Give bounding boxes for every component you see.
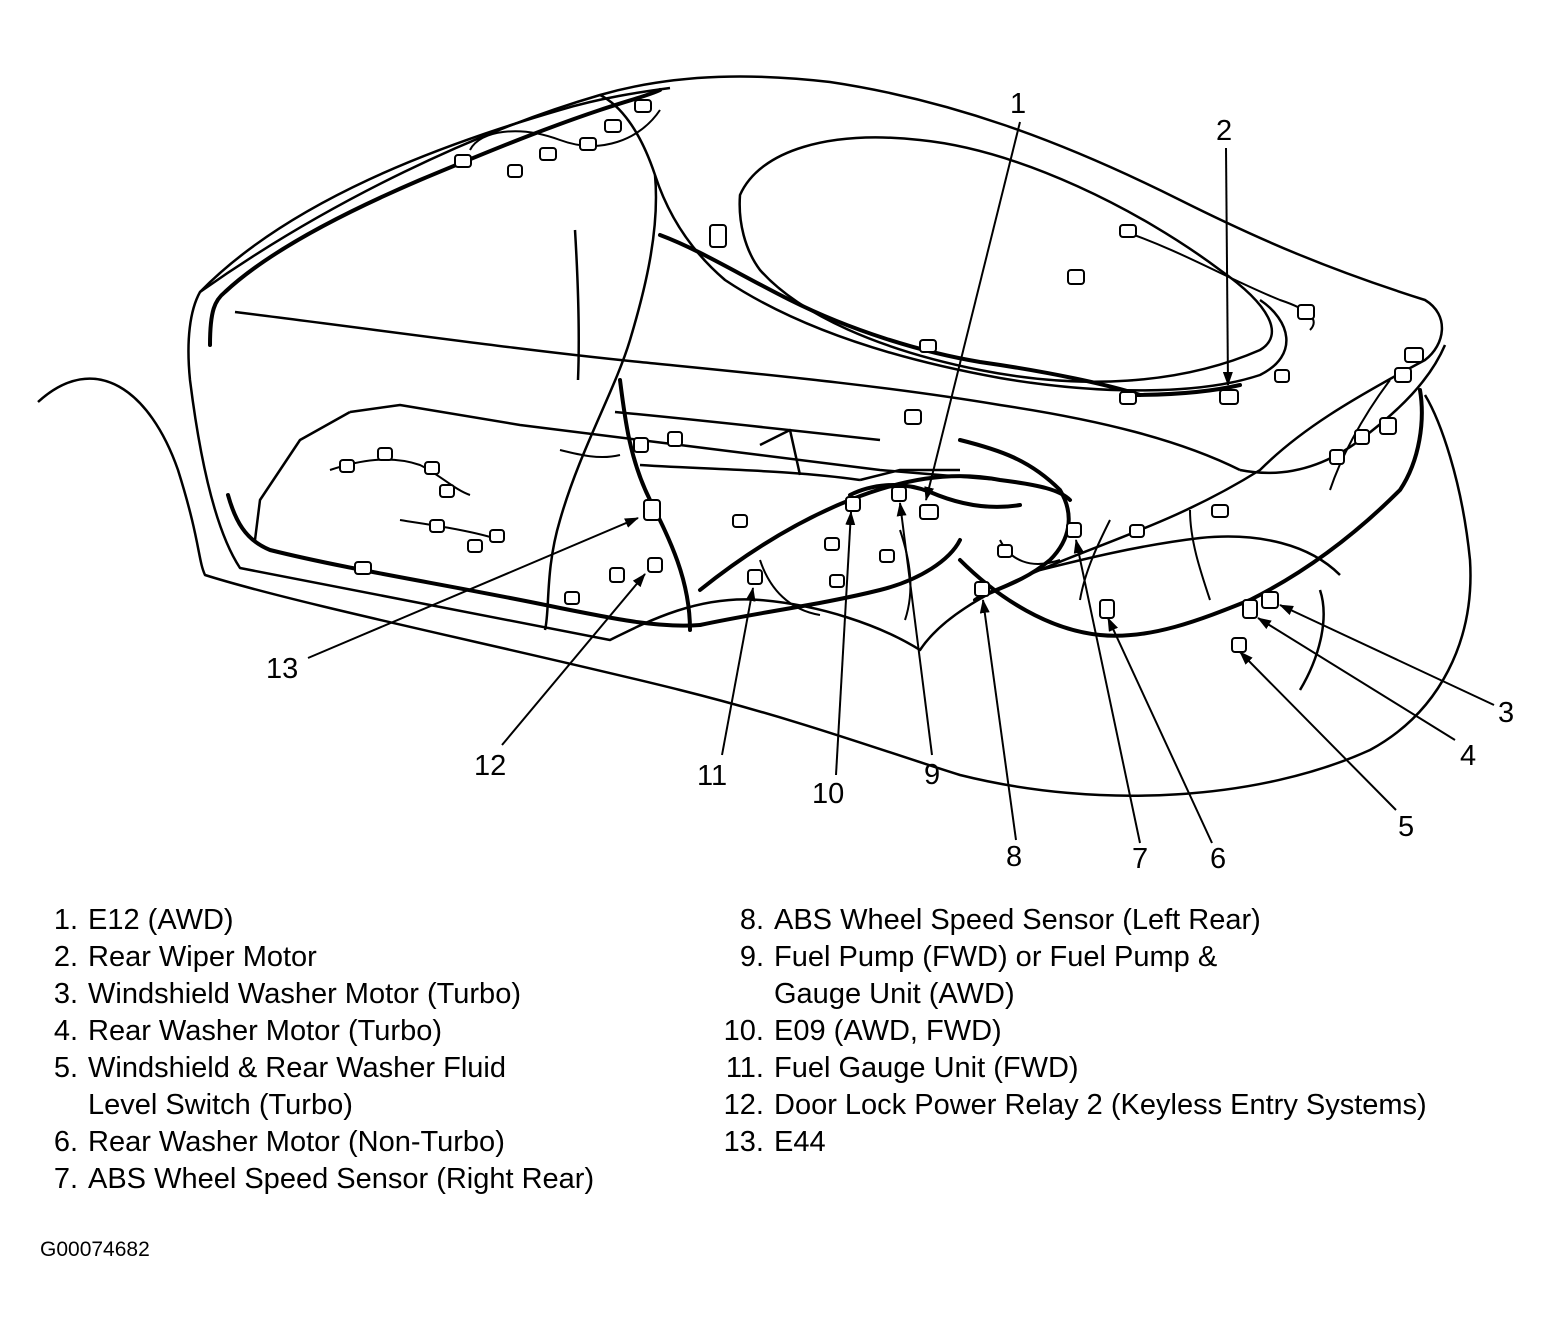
legend-item-11: 11. Fuel Gauge Unit (FWD) [714,1050,1534,1087]
callout-2: 2 [1216,115,1232,147]
legend-label: Fuel Gauge Unit (FWD) [774,1052,1079,1084]
legend-label: ABS Wheel Speed Sensor (Right Rear) [88,1163,595,1195]
callout-7: 7 [1132,843,1148,875]
connector-fuel-gauge [747,569,763,585]
legend-number: 12. [723,1089,764,1121]
legend-number: 7. [53,1163,78,1195]
legend-label-continued: Gauge Unit (AWD) [774,978,1015,1010]
leader-2 [1222,147,1233,386]
leader-6 [1107,617,1213,844]
callout-9: 9 [924,759,940,791]
legend-item-13: 13. E44 [714,1124,1534,1161]
legend-item-5: 5. Windshield & Rear Washer Fluid Level … [40,1050,700,1124]
legend-item-6: 6. Rear Washer Motor (Non-Turbo) [40,1124,700,1161]
connector-abs-left-rear [974,581,990,597]
legend-number: 10. [723,1015,764,1047]
legend-label-continued: Level Switch (Turbo) [88,1089,353,1121]
legend-number: 1. [53,904,78,936]
callout-numbers: 1 2 3 4 5 6 7 8 9 10 11 12 13 [266,88,1514,875]
leader-10 [835,511,856,776]
legend-item-7: 7. ABS Wheel Speed Sensor (Right Rear) [40,1161,700,1198]
legend-item-4: 4. Rear Washer Motor (Turbo) [40,1013,700,1050]
leader-3 [1279,604,1495,706]
connector-rear-washer-non-turbo [1099,599,1115,619]
legend-item-2: 2. Rear Wiper Motor [40,939,700,976]
legend-label: E12 (AWD) [88,904,234,936]
connector-fluid-level-switch [1231,637,1247,653]
legend-label: E09 (AWD, FWD) [774,1015,1002,1047]
legend-item-3: 3. Windshield Washer Motor (Turbo) [40,976,700,1013]
callout-13: 13 [266,653,298,685]
connector-e09 [845,496,861,512]
legend-number: 8. [739,904,764,936]
connector-door-lock-relay [647,557,663,573]
legend-number: 13. [723,1126,764,1158]
connector-rear-wiper-motor [1219,389,1239,405]
figure-id: G00074682 [40,1238,150,1261]
connectors [339,99,1424,653]
connector-abs-right-rear [1066,522,1082,538]
thin-wires [329,109,1391,621]
leader-12 [501,573,646,746]
vehicle-wiring-diagram: 1 2 3 4 5 6 7 8 9 10 11 12 13 [37,75,1514,875]
legend-item-1: 1. E12 (AWD) [40,902,700,939]
leader-1 [924,121,1021,501]
callout-8: 8 [1006,841,1022,873]
callout-5: 5 [1398,811,1414,843]
leader-4 [1257,617,1456,741]
legend-item-9: 9. Fuel Pump (FWD) or Fuel Pump & Gauge … [714,939,1534,1013]
legend-label: Rear Wiper Motor [88,941,317,973]
legend-item-12: 12. Door Lock Power Relay 2 (Keyless Ent… [714,1087,1534,1124]
wiring-harness [208,88,1424,638]
legend-number: 6. [53,1126,78,1158]
callout-10: 10 [812,778,844,810]
connector-windshield-washer-turbo [1261,591,1279,609]
leader-7 [1073,539,1141,844]
legend-number: 5. [53,1052,78,1084]
legend-label: Windshield & Rear Washer Fluid [88,1052,506,1084]
legend-label: Fuel Pump (FWD) or Fuel Pump & [774,941,1218,973]
connector-e44 [643,499,661,521]
leader-11 [721,587,756,756]
legend-item-10: 10. E09 (AWD, FWD) [714,1013,1534,1050]
connector-rear-washer-turbo [1242,599,1258,619]
callout-1: 1 [1010,88,1026,120]
callout-11: 11 [697,760,727,792]
connector-fuel-pump [891,486,907,502]
connector-e12 [919,504,939,520]
legend-label: Door Lock Power Relay 2 (Keyless Entry S… [774,1089,1427,1121]
callout-leaders [307,121,1495,844]
legend-right-column: 8. ABS Wheel Speed Sensor (Left Rear) 9.… [714,902,1534,1161]
legend-number: 3. [53,978,78,1010]
legend-number: 11. [725,1052,764,1084]
legend-number: 4. [53,1015,78,1047]
callout-6: 6 [1210,843,1226,875]
legend-label: ABS Wheel Speed Sensor (Left Rear) [774,904,1261,936]
leader-13 [307,517,639,659]
legend-label: E44 [774,1126,826,1158]
legend-label: Windshield Washer Motor (Turbo) [88,978,521,1010]
callout-12: 12 [474,750,506,782]
leader-8 [979,599,1017,841]
leader-9 [896,502,933,756]
legend-item-8: 8. ABS Wheel Speed Sensor (Left Rear) [714,902,1534,939]
callout-4: 4 [1460,740,1476,772]
leader-5 [1239,651,1397,811]
legend-left-column: 1. E12 (AWD) 2. Rear Wiper Motor 3. Wind… [40,902,700,1198]
legend-label: Rear Washer Motor (Non-Turbo) [88,1126,505,1158]
legend-number: 9. [739,941,764,973]
car-body-outline [37,75,1472,797]
callout-3: 3 [1498,697,1514,729]
legend-number: 2. [53,941,78,973]
legend-label: Rear Washer Motor (Turbo) [88,1015,442,1047]
